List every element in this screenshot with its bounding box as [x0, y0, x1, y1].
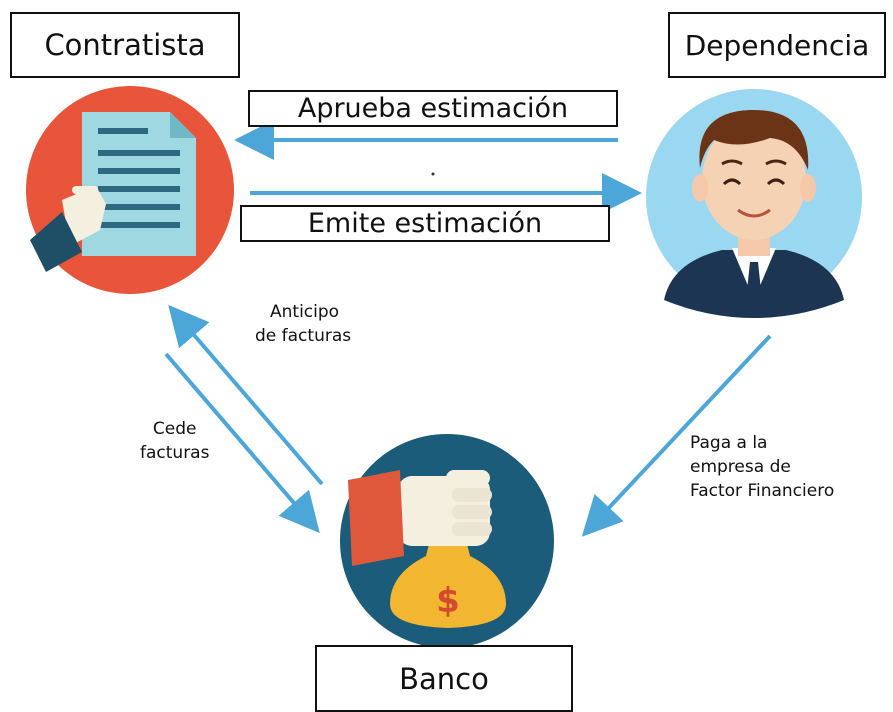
- paga-line-1: Paga a la: [690, 433, 768, 453]
- cede-facturas-label: Cede facturas: [140, 417, 209, 465]
- paga-label: Paga a la empresa de Factor Financiero: [690, 431, 834, 503]
- contratista-illustration: [26, 86, 234, 294]
- paga-line-2: empresa de: [690, 457, 791, 477]
- arrow-anticipo: [168, 304, 324, 486]
- fist-icon: [348, 470, 492, 566]
- banco-illustration: $: [340, 434, 554, 648]
- dependencia-illustration: [646, 89, 862, 318]
- banco-label: Banco: [315, 645, 573, 712]
- small-dot: [431, 172, 435, 176]
- money-bag-icon: $: [390, 540, 506, 628]
- paga-line-3: Factor Financiero: [690, 481, 835, 501]
- document-icon: [82, 112, 196, 256]
- emite-estimacion-label: Emite estimación: [240, 205, 610, 242]
- svg-text:$: $: [436, 581, 460, 621]
- anticipo-facturas-label: Anticipo de facturas: [255, 300, 351, 348]
- arrow-paga: [581, 334, 772, 537]
- arrow-cede: [164, 352, 320, 534]
- person-icon: [664, 109, 844, 318]
- hand-icon: [30, 186, 106, 272]
- dependencia-label: Dependencia: [668, 12, 886, 78]
- cede-line-1: Cede: [152, 419, 197, 439]
- anticipo-line-1: Anticipo: [270, 302, 340, 322]
- anticipo-line-2: de facturas: [255, 326, 352, 346]
- aprueba-estimacion-label: Aprueba estimación: [248, 90, 618, 127]
- cede-line-2: facturas: [140, 443, 210, 463]
- contratista-label: Contratista: [10, 12, 240, 78]
